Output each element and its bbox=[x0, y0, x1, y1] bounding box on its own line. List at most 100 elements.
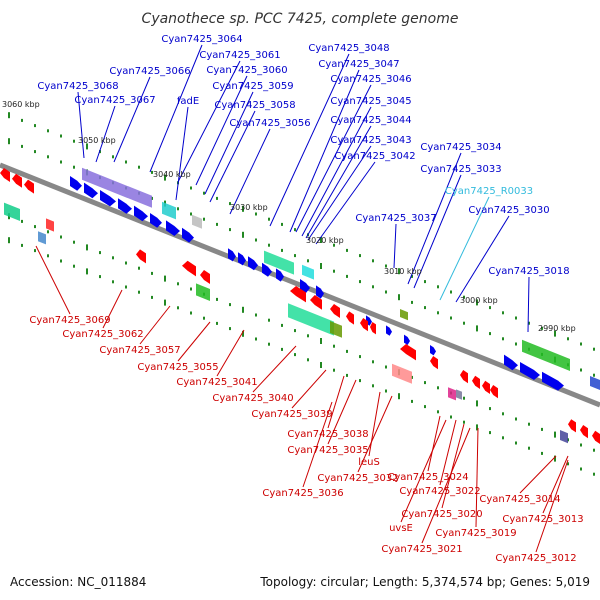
tick-mark bbox=[437, 285, 439, 289]
leader-line bbox=[427, 415, 441, 472]
label-leader-lines bbox=[35, 44, 569, 553]
gene-label-reverse: uvsE bbox=[389, 523, 413, 534]
gene-label-forward: Cyan7425_3046 bbox=[330, 74, 411, 85]
tick-mark bbox=[593, 472, 595, 476]
tick-mark bbox=[99, 251, 101, 255]
tick-mark bbox=[177, 207, 179, 211]
tick-mark bbox=[580, 443, 582, 447]
tick-mark bbox=[47, 155, 49, 159]
tick-mark bbox=[294, 254, 296, 258]
tick-mark bbox=[47, 254, 49, 258]
leader-line bbox=[269, 53, 350, 227]
tick-mark bbox=[86, 268, 88, 275]
tick-mark bbox=[398, 268, 400, 275]
tick-mark bbox=[125, 160, 127, 164]
forward-gene bbox=[100, 190, 116, 207]
gene-label-reverse: Cyan7425_3014 bbox=[479, 494, 560, 505]
tick-mark bbox=[294, 228, 296, 232]
tick-mark bbox=[242, 205, 244, 212]
forward-gene bbox=[248, 256, 258, 271]
gene-label-forward: Cyan7425_3068 bbox=[37, 81, 118, 92]
reverse-gene-block bbox=[288, 303, 334, 336]
tick-mark bbox=[541, 427, 543, 431]
gene-label-forward: Cyan7425_3060 bbox=[206, 65, 287, 76]
leader-line bbox=[295, 84, 372, 233]
kbp-label: 2990 kbp bbox=[538, 324, 576, 333]
tick-mark bbox=[21, 118, 23, 122]
tick-mark bbox=[411, 399, 413, 403]
tick-mark bbox=[281, 222, 283, 226]
tick-mark bbox=[138, 266, 140, 270]
tick-mark bbox=[177, 282, 179, 286]
leader-line bbox=[357, 395, 393, 473]
leader-line bbox=[301, 106, 372, 237]
forward-gene bbox=[84, 182, 98, 199]
tick-mark bbox=[73, 264, 75, 268]
gene-label-reverse: Cyan7425_3040 bbox=[212, 393, 293, 404]
gene-label-reverse: Cyan7425_3013 bbox=[502, 514, 583, 525]
reverse-gene bbox=[482, 380, 490, 394]
leader-line bbox=[307, 145, 372, 241]
tick-mark bbox=[190, 287, 192, 291]
gene-features bbox=[0, 167, 600, 444]
tick-mark bbox=[34, 150, 36, 154]
tick-mark bbox=[112, 155, 114, 159]
tick-mark bbox=[489, 332, 491, 336]
tick-mark bbox=[320, 263, 322, 269]
tick-mark bbox=[463, 295, 465, 299]
tick-mark bbox=[320, 362, 322, 368]
kbp-label: 3050 kbp bbox=[78, 136, 116, 145]
leader-line bbox=[519, 455, 557, 494]
tick-mark bbox=[463, 420, 465, 424]
tick-mark bbox=[112, 256, 114, 260]
tick-mark bbox=[333, 344, 335, 348]
reverse-gene bbox=[472, 375, 480, 389]
gene-label-reverse: Cyan7425_3022 bbox=[399, 486, 480, 497]
tick-mark bbox=[164, 299, 166, 306]
gene-label-forward: Cyan7425_3059 bbox=[212, 81, 293, 92]
forward-gene bbox=[182, 227, 194, 243]
reverse-gene bbox=[400, 344, 416, 361]
tick-mark bbox=[34, 225, 36, 229]
tick-mark bbox=[359, 379, 361, 383]
kbp-label: 3020 kbp bbox=[306, 236, 344, 245]
tick-mark bbox=[580, 368, 582, 372]
reverse-gene-block bbox=[560, 430, 568, 444]
tick-mark bbox=[255, 238, 257, 242]
forward-gene bbox=[276, 268, 284, 282]
tick-mark bbox=[229, 228, 231, 232]
gene-label-forward: Cyan7425_3033 bbox=[420, 164, 501, 175]
leader-line bbox=[439, 419, 457, 486]
tick-mark bbox=[476, 400, 478, 407]
reverse-gene bbox=[592, 430, 600, 444]
tick-mark bbox=[424, 405, 426, 409]
reverse-gene bbox=[490, 385, 498, 399]
tick-mark bbox=[73, 165, 75, 169]
tick-mark bbox=[333, 269, 335, 273]
tick-mark bbox=[60, 160, 62, 164]
reverse-gene bbox=[136, 249, 146, 264]
tick-mark bbox=[268, 217, 270, 221]
leader-line bbox=[305, 125, 372, 239]
tick-mark bbox=[502, 436, 504, 440]
tick-mark bbox=[281, 347, 283, 351]
tick-mark bbox=[554, 455, 556, 462]
tick-mark bbox=[125, 261, 127, 265]
tick-mark bbox=[242, 231, 244, 238]
reverse-gene bbox=[346, 311, 354, 325]
forward-gene bbox=[504, 354, 518, 371]
reverse-gene bbox=[290, 286, 306, 303]
tick-mark bbox=[437, 410, 439, 414]
leader-line bbox=[542, 455, 569, 514]
tick-mark bbox=[437, 386, 439, 390]
leader-line bbox=[77, 91, 85, 159]
forward-gene-block bbox=[522, 339, 570, 371]
leader-line bbox=[175, 106, 189, 201]
leader-line bbox=[302, 401, 333, 488]
tick-mark bbox=[489, 431, 491, 435]
tick-mark bbox=[359, 254, 361, 258]
tick-mark bbox=[450, 415, 452, 419]
tick-mark bbox=[268, 342, 270, 346]
gene-label-forward: Cyan7425_3044 bbox=[330, 115, 411, 126]
reverse-gene bbox=[310, 295, 322, 310]
